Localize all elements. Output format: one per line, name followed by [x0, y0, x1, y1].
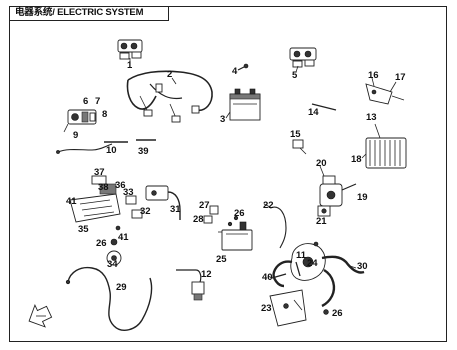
part-27-28-connector: [203, 205, 219, 224]
callout-16: 16: [368, 70, 379, 81]
part-26-screws: [227, 215, 239, 227]
callout-38: 38: [98, 182, 109, 193]
callout-22: 22: [263, 200, 274, 211]
callout-30: 30: [357, 261, 368, 272]
part-13-lead: [374, 123, 381, 139]
callout-40: 40: [262, 272, 273, 283]
callout-26-top: 26: [234, 208, 245, 219]
part-1-connectors: [117, 39, 143, 66]
callout-15: 15: [290, 129, 301, 140]
callout-31: 31: [170, 204, 181, 215]
callout-26-bottom: 26: [332, 308, 343, 319]
callout-3: 3: [220, 114, 225, 125]
part-26-bolt: [323, 309, 329, 315]
part-3-battery: [229, 88, 261, 121]
callout-1: 1: [127, 60, 133, 71]
callout-37: 37: [94, 167, 105, 178]
part-40-hose: [271, 273, 287, 279]
part-23-bracket: [269, 289, 307, 327]
part-19-lead: [341, 183, 357, 191]
callout-2: 2: [167, 69, 172, 80]
callout-6: 6: [83, 96, 88, 107]
part-20-cap: [322, 175, 336, 185]
part-11-pin: [295, 261, 301, 277]
callout-8: 8: [102, 109, 107, 120]
part-18-regulator: [365, 137, 407, 169]
callout-41-left: 41: [66, 196, 77, 207]
part-35-41-light-assembly: [69, 175, 121, 231]
callout-7: 7: [95, 96, 100, 107]
part-9-cable: [57, 143, 113, 153]
part-31-coil: [145, 185, 181, 220]
part-29-cable: [67, 266, 153, 331]
callout-29: 29: [116, 282, 127, 293]
callout-41-right: 41: [118, 232, 129, 243]
part-6-7-8-relay-block: [63, 109, 97, 133]
callout-33: 33: [123, 187, 134, 198]
part-22-wire: [269, 206, 287, 249]
callout-5: 5: [292, 70, 298, 81]
leader-lines: [129, 61, 397, 279]
callout-17: 17: [395, 72, 406, 83]
callout-27: 27: [199, 200, 210, 211]
callout-24: 24: [307, 258, 318, 269]
part-21-solenoid: [317, 183, 343, 217]
page-title: 电器系统/ ELECTRIC SYSTEM: [9, 6, 169, 21]
part-4-bolt: [237, 63, 249, 71]
part-15-clip: [292, 139, 307, 155]
part-16-17-bracket: [365, 83, 405, 105]
callout-19: 19: [357, 192, 368, 203]
callout-28: 28: [193, 214, 204, 225]
callout-13: 13: [366, 112, 377, 123]
part-34-horn: [106, 250, 122, 266]
callout-23: 23: [261, 303, 272, 314]
callout-18: 18: [351, 154, 362, 165]
part-12-sensor: [176, 269, 205, 301]
part-5-connectors: [289, 47, 317, 68]
part-14-rod: [311, 103, 337, 111]
part-9-connector-end: [56, 150, 60, 154]
callout-10: 10: [106, 145, 117, 156]
callout-labels: 1 2 3 4 5 6 7 8 9 10 11 12 13 14 15 16 1…: [66, 60, 406, 319]
callout-36: 36: [115, 180, 126, 191]
callout-32: 32: [140, 206, 151, 217]
front-direction-arrow: [28, 303, 53, 328]
callout-20: 20: [316, 158, 327, 169]
callout-25: 25: [216, 254, 227, 265]
callout-35: 35: [78, 224, 89, 235]
callout-4: 4: [232, 66, 238, 77]
callout-9: 9: [73, 130, 78, 141]
part-32-33-switches: [125, 195, 143, 219]
callout-14: 14: [308, 107, 319, 118]
callout-39: 39: [138, 146, 149, 157]
callout-11: 11: [296, 250, 307, 261]
callout-12: 12: [201, 269, 212, 280]
part-25-cdi-box: [218, 221, 253, 251]
callout-34: 34: [107, 259, 118, 270]
callout-21: 21: [316, 216, 327, 227]
drawing-frame: [9, 6, 447, 342]
part-2-main-harness: [126, 70, 213, 123]
part-24-pump-assembly: [272, 241, 365, 308]
callout-26-left: 26: [96, 238, 107, 249]
part-29-end: [65, 279, 71, 285]
part-26-washer: [110, 238, 118, 246]
